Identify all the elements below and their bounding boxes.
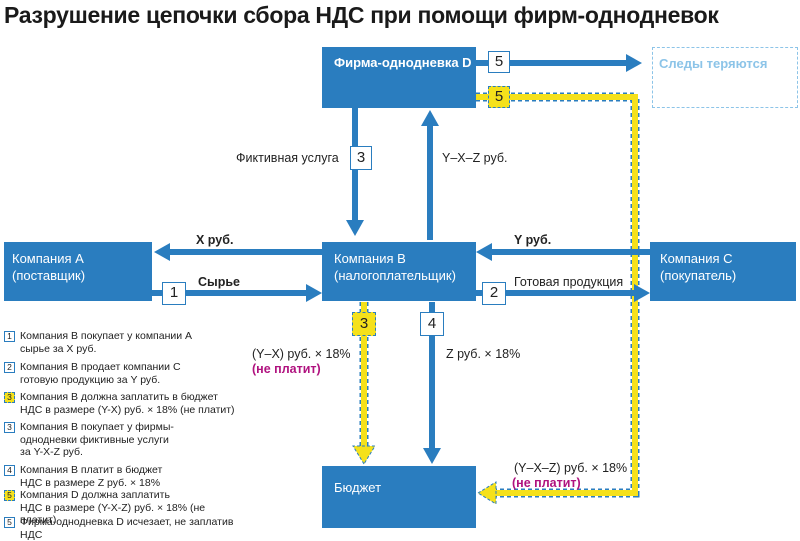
legend-text: Компания B платит в бюджет — [20, 464, 163, 476]
traces-label: Следы теряются — [659, 56, 768, 71]
legend-item-5: 5 Фирма-однодневка D исчезает, не заплат… — [4, 516, 244, 541]
yellow-arrowhead-budget — [477, 481, 497, 505]
company-c-box: Компания C (покупатель) — [650, 242, 796, 301]
company-b-role: (налогоплательщик) — [334, 268, 456, 283]
label-yx-not-paid: (не платит) — [252, 362, 321, 376]
legend-text: готовую продукцию за Y руб. — [20, 373, 161, 386]
label-fake-service: Фиктивная услуга — [236, 151, 339, 165]
firm-d-label: Фирма-однодневка D — [334, 55, 472, 70]
badge-4-budget: 4 — [420, 312, 444, 336]
legend-badge: 2 — [4, 362, 15, 373]
budget-box: Бюджет — [322, 466, 476, 528]
legend-text: Фирма-однодневка D исчезает, не заплатив… — [20, 516, 234, 541]
legend-badge: 5 — [4, 517, 15, 528]
legend-text: сырье за X руб. — [20, 342, 97, 355]
legend-text: Компания B должна заплатить в бюджет — [20, 391, 218, 403]
legend-badge: 4 — [4, 465, 15, 476]
label-x-rub: X руб. — [196, 233, 234, 247]
legend-text: Компания B продает компании C — [20, 361, 181, 373]
label-yxz-not-paid: (не платит) — [512, 476, 581, 490]
label-raw: Сырье — [198, 275, 240, 289]
company-c-name: Компания C — [660, 251, 733, 266]
company-b-box: Компания B (налогоплательщик) — [322, 242, 476, 301]
budget-label: Бюджет — [334, 480, 382, 495]
page-title: Разрушение цепочки сбора НДС при помощи … — [4, 2, 719, 28]
legend-badge: 3 — [4, 422, 15, 433]
firm-d-box: Фирма-однодневка D — [322, 47, 476, 108]
legend-badge: 3 — [4, 392, 15, 403]
label-yxz-vat: (Y–X–Z) руб. × 18% — [514, 461, 628, 475]
company-a-name: Компания A — [12, 251, 84, 266]
badge-5-yellow: 5 — [488, 86, 510, 108]
label-z-vat: Z руб. × 18% — [446, 347, 521, 361]
badge-3-yellow-budget: 3 — [352, 312, 376, 336]
label-product: Готовая продукция — [514, 275, 624, 289]
company-c-role: (покупатель) — [660, 268, 737, 283]
badge-5-d-traces: 5 — [488, 51, 510, 73]
label-yx-vat: (Y–X) руб. × 18% — [252, 347, 351, 361]
legend-text: за Y-X-Z руб. — [20, 446, 83, 458]
legend-text: НДС в размере (Y-X-Z) руб. × 18% (не пла… — [20, 501, 206, 527]
badge-1-raw: 1 — [162, 282, 186, 305]
legend-item-3: 3 Компания B покупает у фирмы-однодневки… — [4, 421, 174, 459]
badge-3-fake-service: 3 — [350, 146, 372, 170]
legend-text: Компания B покупает у фирмы- — [20, 421, 174, 433]
legend-text: Компания D должна заплатить — [20, 489, 170, 501]
legend-text: НДС в размере (Y-X) руб. × 18% (не плати… — [20, 403, 235, 416]
label-yxz: Y–X–Z руб. — [442, 151, 508, 165]
company-a-role: (поставщик) — [12, 268, 86, 283]
legend-badge: 5 — [4, 490, 15, 501]
legend-text: Компания B покупает у компании A — [20, 330, 193, 342]
legend-text: НДС в размере Z руб. × 18% — [20, 476, 161, 489]
traces-box: Следы теряются — [652, 47, 798, 108]
company-b-name: Компания B — [334, 251, 406, 266]
legend-text: однодневки фиктивные услуги — [20, 433, 169, 446]
label-y-rub: Y руб. — [514, 233, 552, 247]
badge-2-product: 2 — [482, 282, 506, 305]
legend-badge: 1 — [4, 331, 15, 342]
company-a-box: Компания A (поставщик) — [4, 242, 152, 301]
